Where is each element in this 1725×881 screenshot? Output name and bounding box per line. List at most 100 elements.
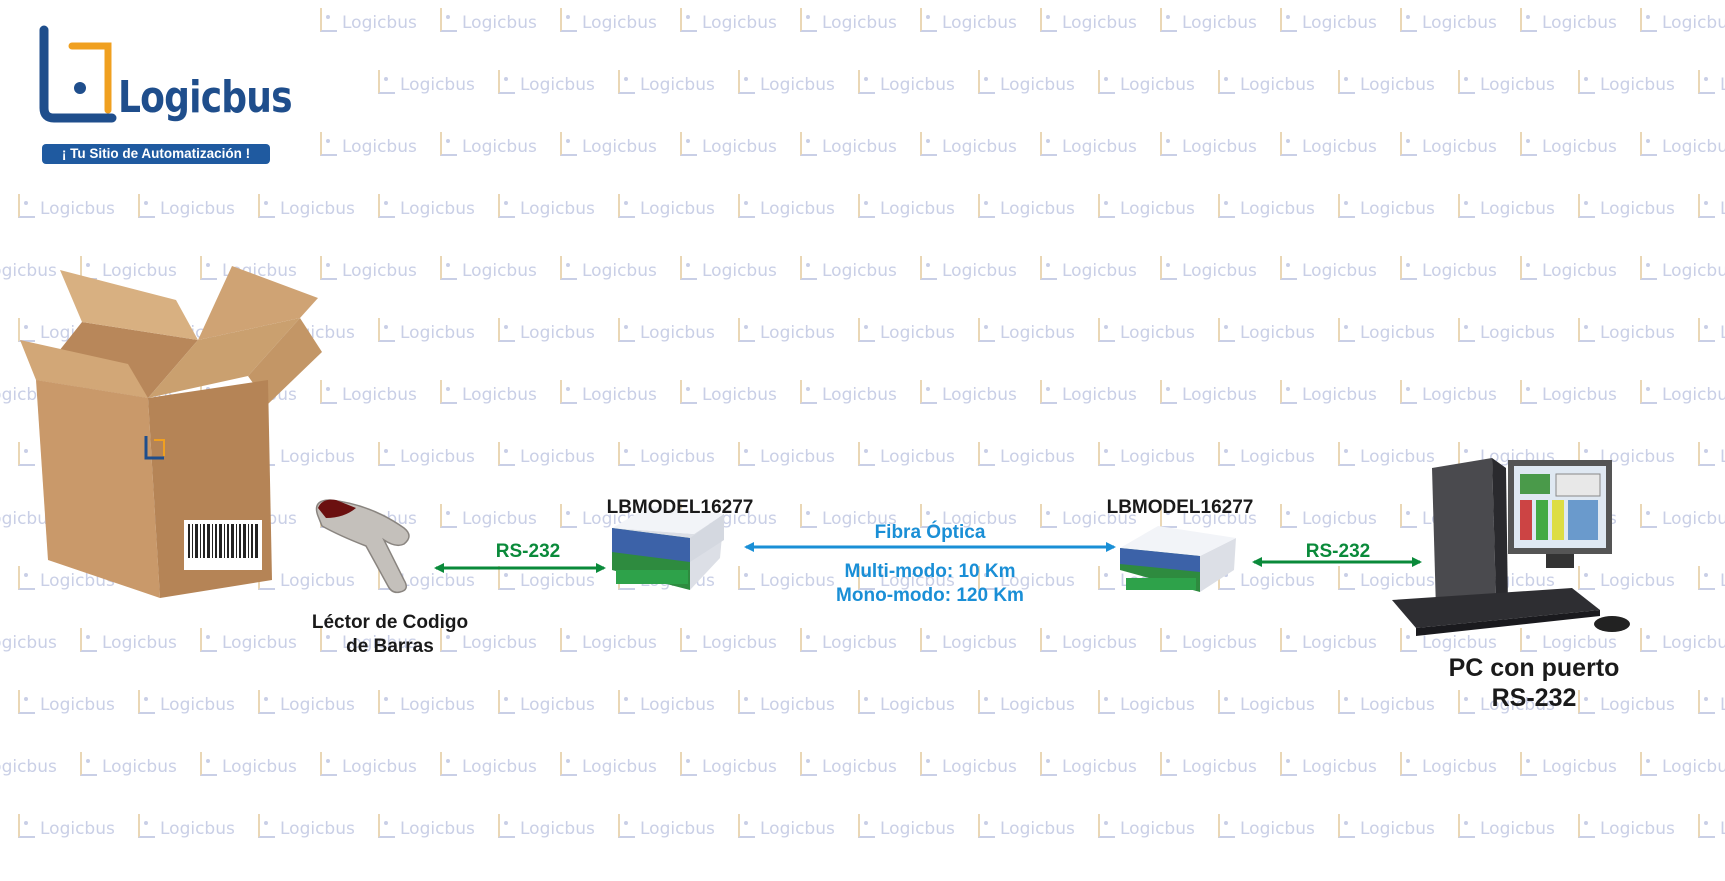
watermark-item: Logicbus (680, 8, 777, 33)
watermark-text: Logicbus (280, 447, 355, 467)
watermark-logo-icon (498, 442, 515, 466)
watermark-item: Logicbus (1698, 690, 1725, 715)
watermark-item: Logicbus (320, 132, 417, 157)
watermark-text: Logicbus (1062, 385, 1137, 405)
watermark-text: Logicbus (1600, 571, 1675, 591)
watermark-item: Logicbus (1520, 132, 1617, 157)
watermark-item: Logicbus (1280, 256, 1377, 281)
watermark-logo-icon (440, 132, 457, 156)
watermark-text: Logicbus (400, 75, 475, 95)
watermark-text: Logicbus (1720, 447, 1725, 467)
watermark-logo-icon (1280, 752, 1297, 776)
watermark-logo-icon (498, 194, 515, 218)
watermark-text: Logicbus (342, 261, 417, 281)
watermark-text: Logicbus (342, 137, 417, 157)
watermark-logo-icon (738, 318, 755, 342)
watermark-text: Logicbus (462, 385, 537, 405)
watermark-text: Logicbus (1062, 137, 1137, 157)
watermark-logo-icon (440, 504, 457, 528)
watermark-logo-icon (978, 70, 995, 94)
watermark-item: Logicbus (858, 566, 955, 591)
watermark-text: Logicbus (1542, 385, 1617, 405)
watermark-text: Logicbus (582, 633, 657, 653)
watermark-text: Logicbus (1000, 323, 1075, 343)
watermark-text: Logicbus (1182, 633, 1257, 653)
watermark-item: Logicbus (858, 442, 955, 467)
watermark-logo-icon (1160, 132, 1177, 156)
watermark-text: Logicbus (400, 447, 475, 467)
watermark-item: Logicbus (738, 70, 835, 95)
watermark-text: Logicbus (942, 757, 1017, 777)
watermark-logo-icon (378, 70, 395, 94)
watermark-item: Logicbus (1698, 70, 1725, 95)
watermark-item: Logicbus (1578, 318, 1675, 343)
watermark-logo-icon (738, 194, 755, 218)
watermark-text: Logicbus (1302, 509, 1377, 529)
watermark-logo-icon (560, 752, 577, 776)
watermark-item: Logicbus (680, 628, 777, 653)
watermark-item: Logicbus (200, 628, 297, 653)
watermark-logo-icon (1698, 566, 1715, 590)
watermark-item: Logicbus (920, 628, 1017, 653)
watermark-logo-icon (1280, 132, 1297, 156)
watermark-logo-icon (978, 814, 995, 838)
watermark-item: Logicbus (258, 690, 355, 715)
watermark-text: Logicbus (520, 447, 595, 467)
watermark-text: Logicbus (462, 633, 537, 653)
watermark-logo-icon (1338, 814, 1355, 838)
watermark-item: Logicbus (858, 194, 955, 219)
watermark-text: Logicbus (1360, 571, 1435, 591)
watermark-text: Logicbus (222, 633, 297, 653)
watermark-logo-icon (978, 442, 995, 466)
watermark-text: Logicbus (102, 757, 177, 777)
watermark-text: Logicbus (1600, 695, 1675, 715)
watermark-logo-icon (738, 442, 755, 466)
watermark-item: Logicbus (1640, 752, 1725, 777)
watermark-item: Logicbus (1160, 752, 1257, 777)
watermark-text: Logicbus (520, 323, 595, 343)
watermark-item: Logicbus (1520, 380, 1617, 405)
watermark-logo-icon (858, 566, 875, 590)
watermark-logo-icon (1458, 690, 1475, 714)
watermark-text: Logicbus (942, 261, 1017, 281)
watermark-item: Logicbus (1578, 690, 1675, 715)
watermark-logo-icon (1400, 8, 1417, 32)
watermark-text: Logicbus (400, 819, 475, 839)
watermark-logo-icon (258, 814, 275, 838)
watermark-item: Logicbus (1338, 814, 1435, 839)
watermark-item: Logicbus (680, 752, 777, 777)
watermark-logo-icon (680, 752, 697, 776)
watermark-text: Logicbus (520, 695, 595, 715)
watermark-item: Logicbus (1218, 194, 1315, 219)
watermark-text: Logicbus (1302, 757, 1377, 777)
watermark-item: Logicbus (1160, 504, 1257, 529)
watermark-logo-icon (138, 814, 155, 838)
watermark-item: Logicbus (1520, 8, 1617, 33)
watermark-item: Logicbus (1280, 380, 1377, 405)
watermark-text: Logicbus (702, 261, 777, 281)
watermark-logo-icon (1338, 194, 1355, 218)
watermark-item: Logicbus (0, 256, 57, 281)
watermark-item: Logicbus (440, 504, 537, 529)
watermark-item: Logicbus (138, 814, 235, 839)
barcode-scanner-icon (315, 499, 410, 594)
watermark-text: Logicbus (160, 695, 235, 715)
watermark-item: Logicbus (1098, 318, 1195, 343)
watermark-logo-icon (1160, 504, 1177, 528)
watermark-item: Logicbus (1578, 194, 1675, 219)
watermark-item: Logicbus (1400, 628, 1497, 653)
watermark-text: Logicbus (822, 13, 897, 33)
watermark-logo-icon (680, 628, 697, 652)
watermark-logo-icon (1040, 256, 1057, 280)
watermark-text: Logicbus (1120, 199, 1195, 219)
watermark-item: Logicbus (1458, 690, 1555, 715)
watermark-logo-icon (920, 628, 937, 652)
watermark-item: Logicbus (1400, 380, 1497, 405)
watermark-logo-icon (1400, 256, 1417, 280)
watermark-item: Logicbus (138, 194, 235, 219)
fiber-title-label: Fibra Óptica (874, 522, 986, 543)
watermark-logo-icon (920, 504, 937, 528)
watermark-logo-icon (1698, 442, 1715, 466)
watermark-logo-icon (1338, 318, 1355, 342)
watermark-text: Logicbus (942, 13, 1017, 33)
